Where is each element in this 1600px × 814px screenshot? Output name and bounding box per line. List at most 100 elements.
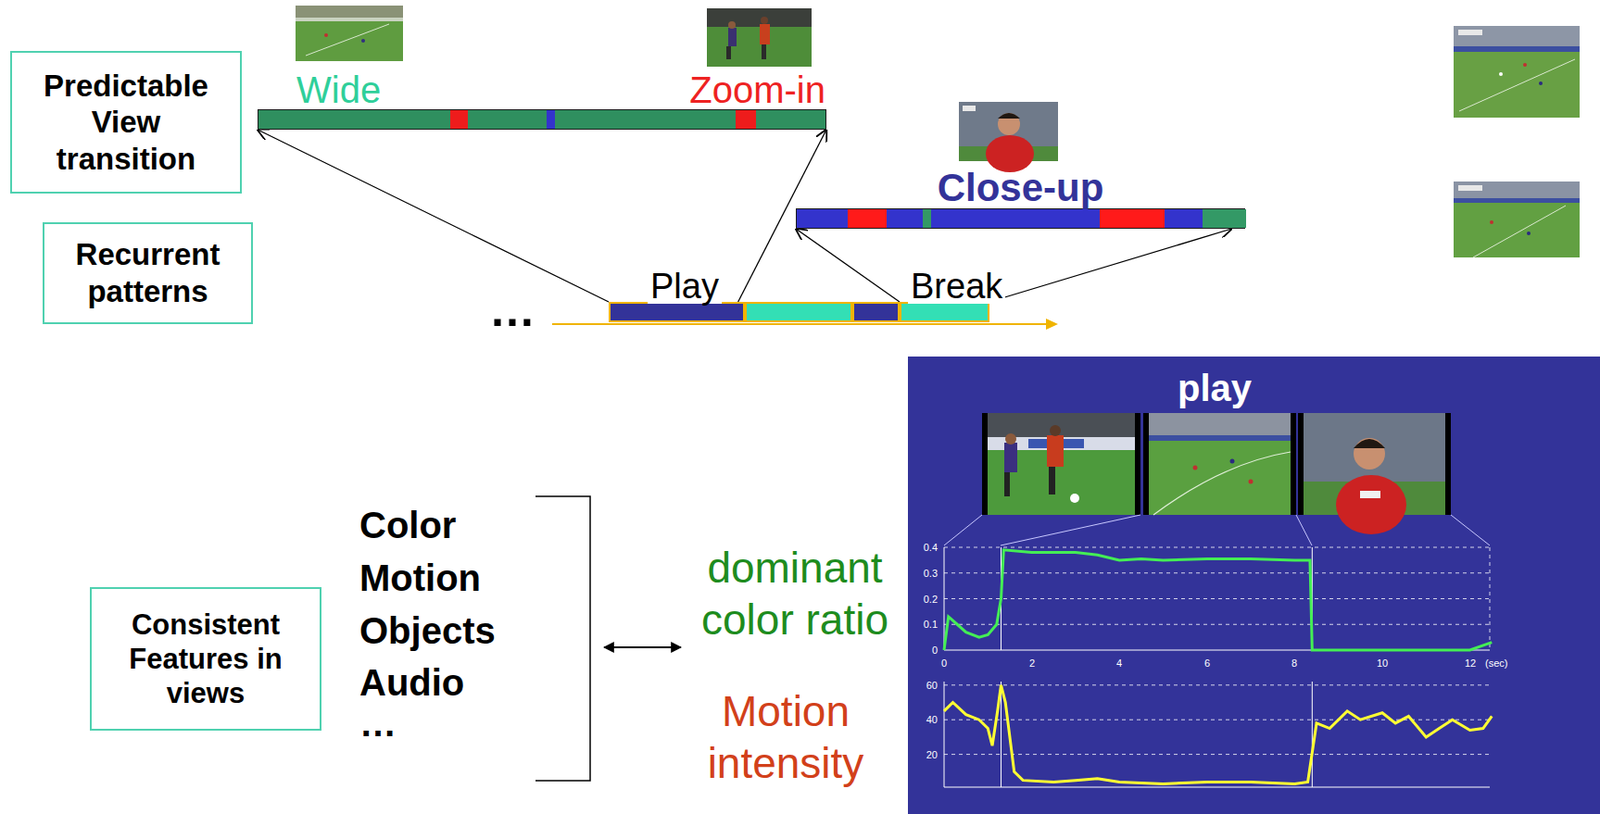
video-frame: [1153, 452, 1291, 516]
video-frame: [987, 437, 1135, 451]
video-frame: [1248, 479, 1254, 485]
tick-label: 2: [1029, 657, 1035, 669]
view-segment: [450, 110, 468, 129]
video-frame: [1360, 491, 1381, 499]
chart-grid: [1311, 681, 1313, 788]
timeline: [745, 302, 852, 322]
timeline: [1045, 318, 1059, 330]
view-arrow: [989, 228, 1232, 303]
video-frame: [1353, 439, 1386, 449]
timeline: [552, 302, 1059, 330]
view-transition-bar: WideZoom-in: [257, 109, 827, 130]
video-frame: [1046, 435, 1064, 467]
wide-view-thumbnail: [1523, 62, 1527, 67]
wide-view-thumbnail: [1526, 231, 1531, 236]
video-frame: [1193, 466, 1198, 471]
video-frame: [1230, 459, 1235, 465]
timeline: [853, 302, 899, 322]
zoom-view-thumbnail: [759, 24, 770, 45]
segment-label: Play: [647, 268, 722, 304]
chart-grid: [1000, 547, 1002, 651]
frame-leader-lines: [944, 515, 1490, 546]
video-frame: [1335, 475, 1407, 535]
wide-view-thumbnail: [305, 24, 390, 56]
closeup-view-thumbnail: [962, 105, 976, 112]
video-frame: [1148, 413, 1291, 436]
video-frame: [982, 413, 1141, 516]
concept-box: Recurrent patterns: [42, 222, 253, 325]
closeup-view-thumbnail: [997, 113, 1021, 119]
chart-grid: [1000, 681, 1002, 788]
feature-name: Motion intensity: [674, 685, 897, 790]
wide-view-thumbnail: [324, 33, 328, 38]
chart-grid: [944, 719, 1490, 721]
wide-view-thumbnail: [295, 17, 404, 22]
video-frame: [987, 413, 1135, 438]
zoom-view-thumbnail: [728, 21, 736, 29]
wide-view-thumbnail: [1499, 72, 1503, 76]
view-segment: [546, 110, 555, 129]
view-transition-bar: Close-up: [795, 208, 1246, 229]
view-segment: [735, 110, 756, 129]
tick-label: 10: [1376, 657, 1388, 669]
tick-label: 6: [1204, 657, 1210, 669]
play-panel: play: [907, 356, 1600, 814]
wide-view-thumbnail: [295, 5, 404, 18]
double-arrow: [604, 646, 681, 649]
feature-item: Color: [359, 504, 456, 546]
video-frame: [1297, 413, 1451, 516]
tick-label: 0.4: [923, 541, 938, 554]
tick-label: 0: [941, 657, 947, 669]
video-frame: [1049, 425, 1061, 437]
ellipsis: …: [489, 285, 536, 337]
chart-grid: [944, 754, 1490, 756]
view-label: Zoom-in: [689, 71, 826, 109]
video-frame: [1048, 466, 1056, 495]
box-label: Recurrent patterns: [53, 236, 242, 310]
chart-grid: [1489, 547, 1491, 651]
chart-grid: [944, 684, 1490, 686]
feature-name: dominant color ratio: [683, 541, 907, 646]
feature-item: Motion: [359, 557, 481, 599]
frame-leader-lines: [1450, 515, 1490, 546]
concept-box: Consistent Features in views: [89, 587, 322, 731]
closeup-view-thumbnail: [985, 135, 1034, 173]
zoom-view-thumbnail: [726, 46, 731, 60]
video-frame: [1143, 413, 1297, 516]
feature-item: Audio: [359, 662, 465, 704]
zoom-view-thumbnail: [761, 44, 767, 60]
view-arrow: [795, 228, 900, 303]
wide-view-thumbnail: [1459, 59, 1575, 112]
tick-label: 40: [926, 714, 938, 726]
video-frame: [987, 413, 1135, 516]
chart-grid: [944, 681, 1490, 788]
wide-view-thumbnail: [1453, 181, 1580, 258]
wide-view-thumbnail: [1453, 25, 1580, 118]
axis-unit: (sec): [1485, 657, 1508, 669]
wide-view-thumbnail: [295, 5, 404, 62]
timeline: [552, 323, 1049, 326]
video-frame: [1028, 439, 1084, 449]
frame-leader-lines: [1296, 515, 1312, 546]
panel-title: play: [1177, 369, 1252, 407]
video-frame: [1303, 413, 1446, 516]
wide-view-thumbnail: [1453, 198, 1580, 203]
dominant-color-curve: [944, 550, 1492, 651]
video-frame: [1143, 413, 1297, 516]
video-frame: [1004, 442, 1018, 473]
wide-view-thumbnail: [1538, 81, 1543, 86]
video-frame: [1148, 413, 1291, 516]
view-segment: [847, 209, 887, 228]
tick-label: 8: [1291, 657, 1298, 669]
motion-curve: [944, 685, 1492, 785]
tick-label: 0: [932, 644, 938, 656]
wide-view-thumbnail: [295, 5, 404, 62]
view-arrow: [257, 129, 609, 303]
feature-item: Objects: [359, 610, 496, 652]
feature-item: …: [359, 703, 397, 744]
tick-label: 60: [926, 680, 938, 692]
frame-leader-lines: [944, 515, 983, 546]
video-frame: [1297, 413, 1451, 535]
wide-view-thumbnail: [1453, 25, 1580, 118]
tick-label: 0.2: [923, 593, 938, 605]
